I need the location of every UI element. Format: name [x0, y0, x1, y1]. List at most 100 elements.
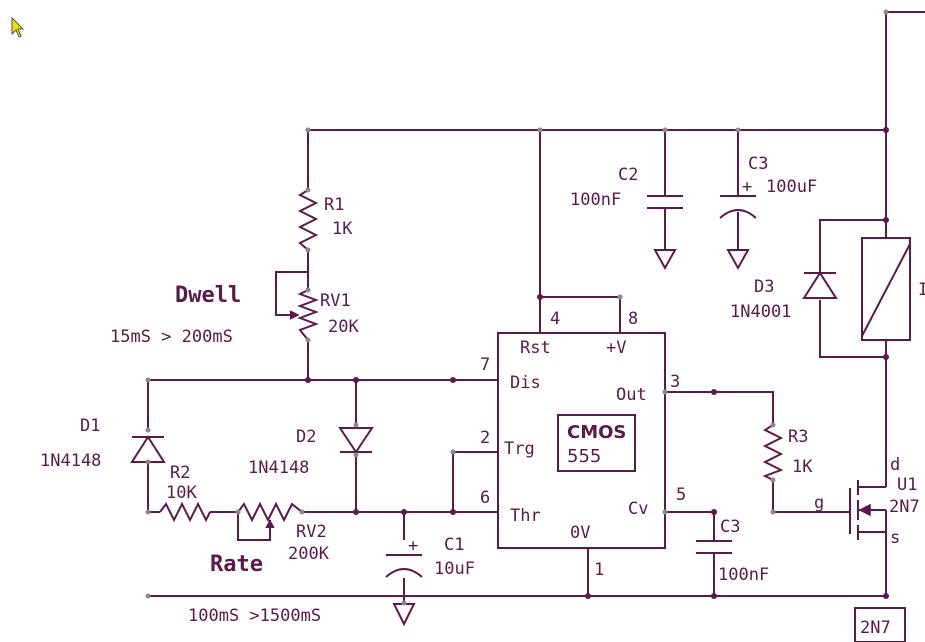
- junction-nodes: [145, 9, 889, 606]
- ground-symbol: [653, 249, 677, 271]
- pin-endpoint: [353, 422, 359, 428]
- r1-resistor: [297, 189, 319, 251]
- d1-ref: D1: [80, 416, 100, 436]
- ic-pin-thr-num: 6: [480, 488, 490, 508]
- pin-endpoint: [770, 422, 776, 428]
- r2-value: 10K: [166, 483, 197, 503]
- junction-dot: [883, 127, 889, 133]
- pin-endpoint: [662, 509, 668, 515]
- ic-pin-cv-num: 5: [676, 485, 686, 505]
- junction-dot: [450, 377, 456, 383]
- pin-endpoint: [305, 337, 311, 343]
- rv2-range: 100mS >1500mS: [188, 606, 321, 626]
- junction-dot: [353, 509, 359, 515]
- rv2-value: 200K: [288, 544, 330, 564]
- pin-endpoint: [145, 459, 151, 465]
- junction-dot: [711, 509, 717, 515]
- junction-dot: [305, 377, 311, 383]
- mosfet-drain: d: [890, 455, 900, 475]
- c3-cv-ref: C3: [720, 517, 740, 537]
- mosfet-footprint-box: [854, 607, 906, 642]
- ic-pin-out-num: 3: [670, 372, 680, 392]
- svg-text:+: +: [742, 177, 752, 197]
- relay-coil: [861, 237, 911, 341]
- r3-value: 1K: [792, 457, 813, 477]
- r2-ref: R2: [170, 463, 190, 483]
- d3-ref: D3: [754, 277, 774, 297]
- ic-pin-gnd: 0V: [570, 523, 590, 543]
- junction-dot: [450, 509, 456, 515]
- ic-pin-gnd-num: 1: [594, 560, 604, 580]
- ic-pin-rst-num: 4: [550, 309, 560, 329]
- pin-endpoint: [770, 477, 776, 483]
- ic-pin-trg: Trg: [504, 439, 535, 459]
- r3-resistor: [762, 424, 784, 481]
- junction-dot: [537, 294, 543, 300]
- rv2-ref: RV2: [296, 522, 327, 542]
- mosfet-source: s: [890, 528, 900, 548]
- wires: [147, 11, 925, 603]
- ic-pin-cv: Cv: [628, 499, 648, 519]
- ic-pin-thr: Thr: [510, 506, 541, 526]
- ic-555-label-box: [557, 414, 636, 472]
- pin-endpoint: [145, 427, 151, 433]
- ic-title: CMOS: [567, 422, 626, 443]
- d1-diode: [130, 435, 166, 463]
- c2-capacitor: [647, 195, 683, 209]
- rv1-ref: RV1: [320, 291, 351, 311]
- junction-dot: [353, 377, 359, 383]
- pin-endpoint: [662, 389, 668, 395]
- junction-dot: [711, 389, 717, 395]
- d1-value: 1N4148: [40, 451, 101, 471]
- pin-endpoint: [537, 127, 543, 133]
- c3-top-value: 100uF: [766, 177, 817, 197]
- pin-endpoint: [770, 509, 776, 515]
- rv2-name: Rate: [210, 552, 263, 577]
- c3-cv-value: 100nF: [718, 565, 769, 585]
- pin-endpoint: [401, 600, 407, 606]
- pin-endpoint: [145, 509, 151, 515]
- pin-endpoint: [145, 377, 151, 383]
- ic-part: 555: [567, 446, 601, 467]
- pin-endpoint: [353, 452, 359, 458]
- pin-endpoint: [450, 449, 456, 455]
- ground-symbol: [726, 249, 750, 271]
- ground-symbol: [392, 603, 416, 627]
- d3-diode: [802, 271, 838, 299]
- d2-value: 1N4148: [248, 458, 309, 478]
- r2-resistor: [159, 501, 211, 523]
- junction-dot: [585, 593, 591, 599]
- ic-pin-out: Out: [616, 385, 647, 405]
- pin-endpoint: [235, 509, 241, 515]
- pin-endpoint: [617, 294, 623, 300]
- d2-ref: D2: [296, 427, 316, 447]
- r1-value: 1K: [332, 219, 353, 239]
- junction-dot: [711, 593, 717, 599]
- rv1-value: 20K: [328, 317, 359, 337]
- mosfet-part: 2N7: [889, 497, 920, 517]
- c1-capacitor: +: [385, 536, 423, 578]
- ic-pin-vcc-num: 8: [628, 309, 638, 329]
- c3-top-ref: C3: [748, 154, 768, 174]
- c3-cv-capacitor: [696, 540, 732, 554]
- pin-endpoint: [883, 9, 889, 15]
- pin-endpoint: [662, 127, 668, 133]
- c3-top-capacitor: +: [719, 177, 757, 219]
- relay-ref: I: [918, 280, 925, 300]
- ic-pin-dis-num: 7: [480, 355, 490, 375]
- junction-dot: [401, 509, 407, 515]
- pin-endpoint: [305, 187, 311, 193]
- ic-pin-trg-num: 2: [480, 428, 490, 448]
- ic-555-body: [497, 332, 666, 549]
- ic-pin-dis: Dis: [510, 373, 541, 393]
- rv1-name: Dwell: [175, 283, 241, 308]
- pin-endpoint: [735, 127, 741, 133]
- junction-dot: [883, 593, 889, 599]
- pin-endpoint: [305, 287, 311, 293]
- svg-text:+: +: [408, 536, 418, 556]
- arrow-cursor-icon: [11, 16, 25, 38]
- c2-value: 100nF: [570, 190, 621, 210]
- mosfet-ref: U1: [897, 475, 917, 495]
- ic-pin-rst: Rst: [520, 338, 551, 358]
